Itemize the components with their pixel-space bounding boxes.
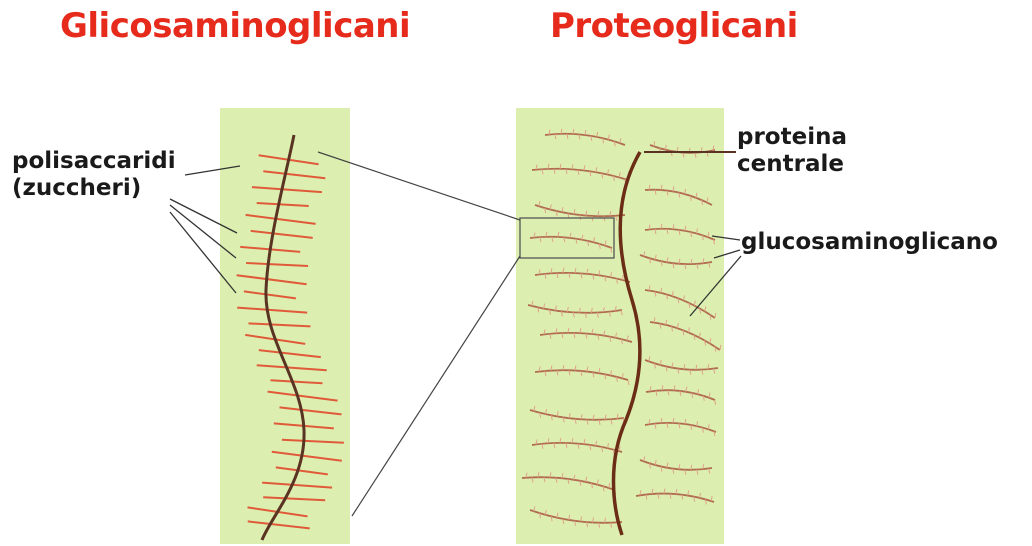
label-glycosaminoglycan: glucosaminoglicano	[741, 229, 998, 256]
label-core-protein-line1: proteina	[737, 124, 847, 151]
label-core-protein: proteina centrale	[737, 124, 847, 178]
label-core-protein-line2: centrale	[737, 151, 847, 178]
label-polysaccharides-line1: polisaccaridi	[12, 148, 176, 175]
label-polysaccharides: polisaccaridi (zuccheri)	[12, 148, 176, 202]
zoom-connector-bottom	[352, 256, 520, 516]
label-polysaccharides-line2: (zuccheri)	[12, 175, 176, 202]
